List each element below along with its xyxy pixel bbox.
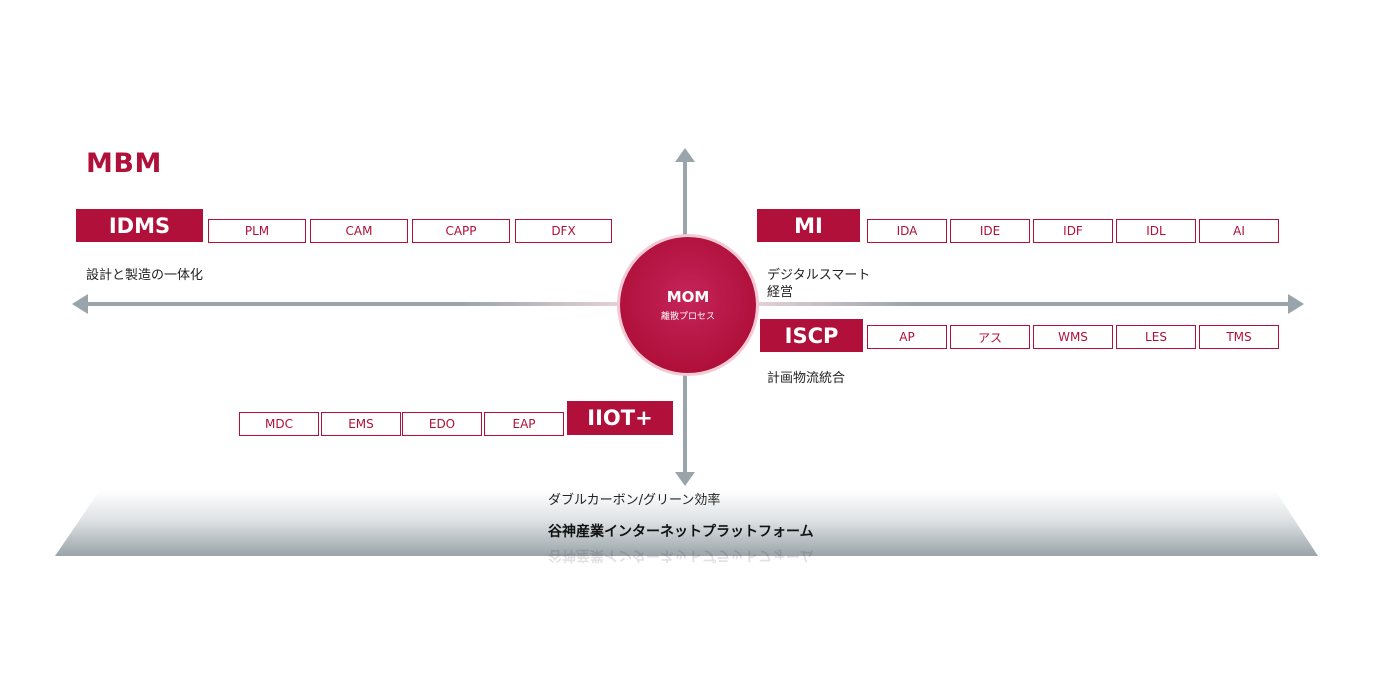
iscp-caption: 計画物流統合 (767, 371, 846, 386)
mi-module[interactable]: MI (757, 209, 860, 242)
mi-item-ai[interactable]: AI (1199, 219, 1279, 243)
idms-item-dfx[interactable]: DFX (515, 219, 612, 243)
iscp-item-ap[interactable]: AP (867, 325, 947, 349)
idms-module[interactable]: IDMS (76, 209, 203, 242)
mom-circle[interactable]: MOM 離散プロセス (620, 237, 756, 373)
iscp-item-tms[interactable]: TMS (1199, 325, 1279, 349)
mi-caption: デジタルスマート 経営 (767, 267, 870, 301)
platform-title: 谷神産業インターネットプラットフォーム (548, 524, 814, 540)
axis-up-line (683, 160, 687, 240)
mom-title: MOM (666, 288, 710, 306)
iiot-item-ems[interactable]: EMS (321, 412, 401, 436)
platform-title-reflection: 谷神産業インターネットプラットフォーム (548, 547, 814, 563)
mi-item-ida[interactable]: IDA (867, 219, 947, 243)
axis-left-line (84, 302, 624, 306)
mi-item-idl[interactable]: IDL (1116, 219, 1196, 243)
idms-item-cam[interactable]: CAM (310, 219, 408, 243)
idms-item-capp[interactable]: CAPP (412, 219, 510, 243)
iscp-module[interactable]: ISCP (760, 319, 863, 352)
arrow-right-icon (1288, 294, 1304, 314)
iiot-module[interactable]: IIOT+ (567, 401, 673, 435)
mom-subtitle: 離散プロセス (660, 312, 715, 322)
iscp-item-as[interactable]: アス (950, 325, 1030, 349)
iiot-item-mdc[interactable]: MDC (239, 412, 319, 436)
mi-item-ide[interactable]: IDE (950, 219, 1030, 243)
idms-caption: 設計と製造の一体化 (86, 268, 204, 283)
arrow-down-icon (675, 472, 695, 486)
mi-caption-line1: デジタルスマート (767, 268, 871, 283)
idms-item-plm[interactable]: PLM (208, 219, 306, 243)
iscp-item-wms[interactable]: WMS (1033, 325, 1113, 349)
mbm-title: MBM (86, 148, 162, 179)
bottom-caption: ダブルカーボン/グリーン効率 (548, 493, 721, 508)
mi-item-idf[interactable]: IDF (1033, 219, 1113, 243)
iiot-item-eap[interactable]: EAP (484, 412, 564, 436)
axis-down-line (683, 372, 687, 476)
mi-caption-line2: 経営 (767, 285, 794, 300)
iscp-item-les[interactable]: LES (1116, 325, 1196, 349)
arrow-left-icon (72, 294, 88, 314)
arrow-up-icon (675, 148, 695, 162)
iiot-item-edo[interactable]: EDO (402, 412, 482, 436)
axis-right-line (750, 302, 1290, 306)
